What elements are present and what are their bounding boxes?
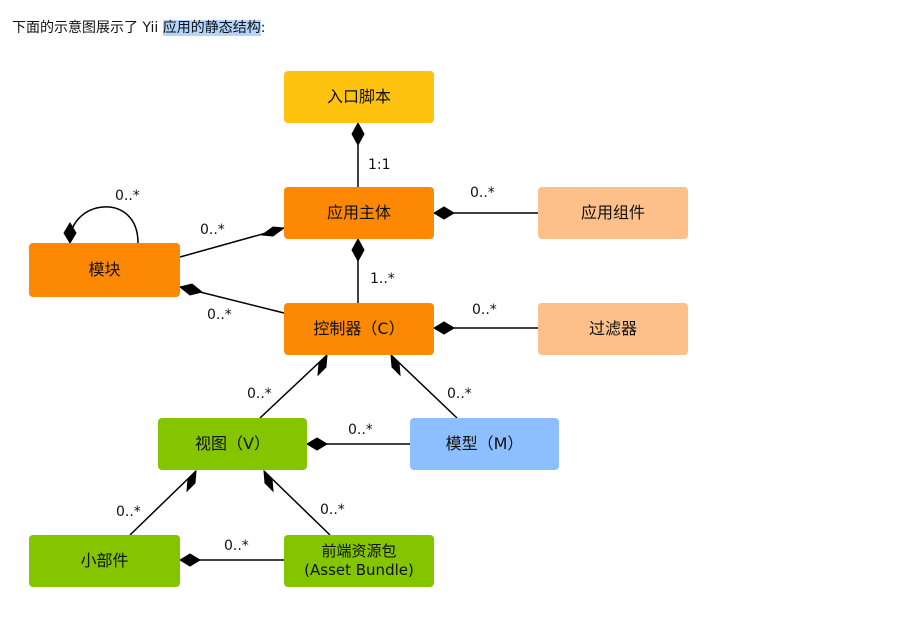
node-module: 模块 bbox=[29, 243, 180, 297]
connector-view-widget bbox=[129, 470, 197, 536]
mult-app-controller: 1..* bbox=[370, 271, 395, 287]
node-view: 视图（V） bbox=[158, 418, 307, 470]
node-entry-script-label: 入口脚本 bbox=[326, 87, 391, 106]
diamond-view-asset bbox=[263, 469, 274, 493]
diamond-view-model bbox=[306, 437, 328, 451]
node-view-label: 视图（V） bbox=[195, 434, 270, 453]
node-filter-label: 过滤器 bbox=[588, 319, 637, 338]
diamond-widget-asset bbox=[179, 553, 201, 567]
diamond-module-self bbox=[63, 222, 77, 244]
node-widget: 小部件 bbox=[29, 535, 180, 587]
diamond-controller-view bbox=[317, 353, 328, 377]
mult-module-self: 0..* bbox=[115, 188, 140, 204]
node-application-label: 应用主体 bbox=[326, 203, 391, 222]
connector-view-asset bbox=[263, 470, 331, 536]
node-model: 模型（M） bbox=[410, 418, 559, 470]
connector-controller-model bbox=[390, 354, 458, 419]
diamond-app-module bbox=[260, 226, 286, 237]
intro-text: 下面的示意图展示了 Yii 应用的静态结构: bbox=[12, 18, 265, 38]
connector-module-self bbox=[69, 206, 139, 244]
diamond-app-controller bbox=[351, 237, 365, 263]
node-asset-bundle-label-1: 前端资源包 bbox=[321, 542, 397, 560]
diamond-module-controller bbox=[178, 283, 204, 296]
mult-controller-model: 0..* bbox=[447, 386, 472, 402]
node-entry-script: 入口脚本 bbox=[284, 71, 434, 123]
mult-module-app: 0..* bbox=[200, 222, 225, 238]
mult-controller-filter: 0..* bbox=[472, 302, 497, 318]
diamond-controller-model bbox=[390, 353, 401, 377]
diamond-controller-filter bbox=[433, 321, 455, 335]
node-module-label: 模块 bbox=[88, 260, 121, 279]
connector-controller-view bbox=[259, 354, 328, 419]
node-model-label: 模型（M） bbox=[445, 434, 524, 453]
node-asset-bundle-label-2: (Asset Bundle) bbox=[304, 561, 414, 579]
node-application: 应用主体 bbox=[284, 187, 434, 239]
mult-entry-app: 1:1 bbox=[368, 157, 391, 173]
node-asset-bundle: 前端资源包 (Asset Bundle) bbox=[284, 535, 434, 587]
mult-app-components: 0..* bbox=[470, 185, 495, 201]
node-app-components: 应用组件 bbox=[538, 187, 688, 239]
diamond-entry bbox=[351, 121, 365, 147]
mult-controller-view: 0..* bbox=[247, 386, 272, 402]
mult-view-model: 0..* bbox=[348, 422, 373, 438]
node-widget-label: 小部件 bbox=[80, 551, 129, 570]
intro-text-before: 下面的示意图展示了 Yii bbox=[12, 20, 163, 36]
mult-module-controller: 0..* bbox=[207, 307, 232, 323]
intro-text-highlight: 应用的静态结构 bbox=[162, 20, 261, 36]
mult-view-asset: 0..* bbox=[320, 502, 345, 518]
mult-widget-asset: 0..* bbox=[224, 538, 249, 554]
node-app-components-label: 应用组件 bbox=[580, 203, 645, 222]
diamond-app-components bbox=[433, 206, 455, 220]
mult-view-widget: 0..* bbox=[116, 504, 141, 520]
node-filter: 过滤器 bbox=[538, 303, 688, 355]
node-controller-label: 控制器（C） bbox=[313, 319, 405, 338]
node-controller: 控制器（C） bbox=[284, 303, 434, 355]
intro-text-after: : bbox=[260, 20, 266, 36]
diamond-view-widget bbox=[186, 469, 197, 493]
